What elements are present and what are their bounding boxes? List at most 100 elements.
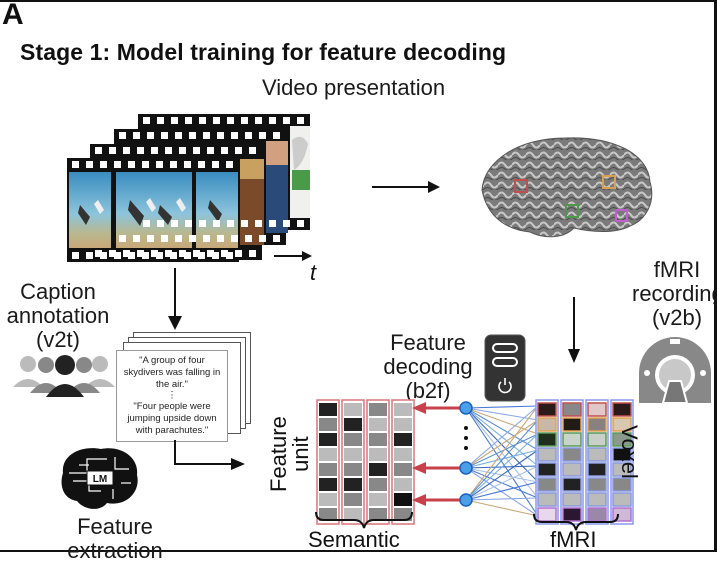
matrix-cell (319, 448, 337, 461)
matrix-cell (369, 418, 387, 431)
semantic-feature-matrix (316, 399, 415, 525)
network-edge (465, 407, 539, 451)
arrow-head (412, 462, 426, 474)
matrix-cell (394, 508, 412, 521)
matrix-cell (344, 493, 362, 506)
semantic-label: Semantic (308, 527, 400, 552)
matrix-cell (612, 447, 632, 462)
matrix-cell (394, 403, 412, 416)
brain-roi-red (514, 179, 528, 193)
matrix-cell (394, 493, 412, 506)
matrix-cell (537, 417, 557, 432)
matrix-cell (394, 433, 412, 446)
network-edge (465, 407, 539, 435)
matrix-cell (587, 402, 607, 417)
matrix-cell (587, 417, 607, 432)
matrix-cell (319, 403, 337, 416)
network-edge (465, 499, 539, 517)
matrix-cell (319, 418, 337, 431)
fmri-label: fMRI (550, 527, 597, 552)
matrix-cell (612, 492, 632, 507)
matrix-cell (562, 477, 582, 492)
fmri-brace (533, 513, 619, 531)
network-edge (465, 405, 539, 409)
feature-extraction-label: Feature extraction (67, 514, 163, 563)
network-edge (465, 405, 539, 469)
matrix-cell (587, 477, 607, 492)
captions-to-features-arrow (174, 440, 245, 470)
video-to-brain-arrow (372, 181, 440, 193)
film-strip-front (67, 158, 239, 262)
matrix-cell (562, 462, 582, 477)
matrix-cell (319, 463, 337, 476)
matrix-cell (562, 432, 582, 447)
stage-title: Stage 1: Model training for feature deco… (20, 39, 507, 65)
matrix-cell (319, 493, 337, 506)
matrix-cell (394, 448, 412, 461)
matrix-cell (612, 402, 632, 417)
matrix-cell (537, 462, 557, 477)
language-model-brain-icon: LM (61, 448, 138, 509)
matrix-cell (394, 418, 412, 431)
matrix-cell (537, 492, 557, 507)
time-axis-label: t (310, 260, 317, 285)
caption-example-2: "Four people were jumping upside down wi… (127, 401, 217, 436)
matrix-cell (369, 508, 387, 521)
caption-card: "A group of four skydivers was falling i… (116, 350, 228, 442)
caption-annotation-label: Caption annotation (v2t) (6, 279, 110, 352)
network-node (459, 401, 473, 415)
network-edge (465, 405, 539, 501)
matrix-cell (369, 433, 387, 446)
arrow-head (412, 494, 426, 506)
matrix-cell (344, 508, 362, 521)
matrix-cell (562, 402, 582, 417)
feature-decoding-label: Feature decoding (b2f) (383, 330, 473, 403)
network-edge (465, 433, 539, 501)
network-edge (465, 419, 539, 469)
matrix-cell (319, 478, 337, 491)
matrix-cell (587, 447, 607, 462)
brain-roi-orange (602, 175, 616, 189)
time-arrow (274, 251, 312, 261)
network-edge (465, 449, 539, 501)
video-presentation-label: Video presentation (262, 75, 446, 100)
ellipsis-dot (464, 426, 468, 430)
matrix-cell (612, 477, 632, 492)
network-edge (465, 433, 539, 469)
network-edge (465, 497, 539, 501)
matrix-cell (344, 478, 362, 491)
caption-to-captions-arrow (168, 268, 182, 330)
matrix-cell (562, 492, 582, 507)
brain-roi-purple (615, 209, 628, 222)
matrix-cell (537, 402, 557, 417)
matrix-cell (319, 508, 337, 521)
network-node (459, 461, 473, 475)
matrix-cell (394, 478, 412, 491)
lm-chip-label: LM (93, 474, 107, 485)
matrix-cell (344, 463, 362, 476)
network-edge (465, 449, 539, 469)
semantic-brace (315, 511, 413, 529)
ellipsis-dot (464, 446, 468, 450)
matrix-cell (537, 432, 557, 447)
matrix-cell (369, 478, 387, 491)
matrix-cell (369, 493, 387, 506)
matrix-cell (344, 418, 362, 431)
network-edge (465, 407, 539, 483)
panel-letter: A (2, 0, 24, 31)
matrix-cell (319, 433, 337, 446)
decoder-network (412, 401, 539, 517)
matrix-cell (537, 477, 557, 492)
network-edge (465, 419, 539, 501)
fmri-voxel-matrix (535, 399, 634, 525)
network-edge (465, 465, 539, 501)
matrix-cell (369, 403, 387, 416)
matrix-cell (562, 507, 582, 522)
matrix-cell (344, 403, 362, 416)
matrix-cell (612, 462, 632, 477)
matrix-cell (612, 432, 632, 447)
matrix-cell (537, 447, 557, 462)
matrix-cell (394, 463, 412, 476)
network-node (459, 493, 473, 507)
